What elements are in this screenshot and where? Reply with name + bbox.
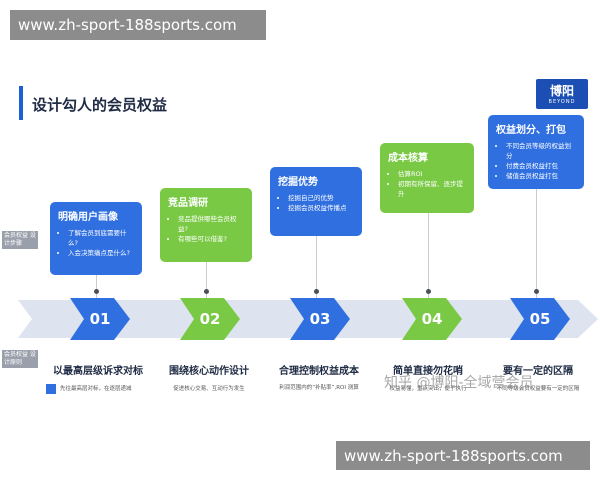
step-number-3: 03 <box>309 310 331 328</box>
step-card-bullet: 竞品提供哪些会员权益? <box>178 214 244 234</box>
connector-line-1 <box>96 275 97 301</box>
step-chevron-4 <box>402 298 462 340</box>
principle-title-4: 简单直接勿花哨 <box>393 366 463 377</box>
step-card-bullet: 初期有所保留、逐步提升 <box>398 179 466 199</box>
principle-desc-4: 权益易懂，重点突出，便于执行 <box>389 386 467 392</box>
connector-line-4 <box>428 213 429 301</box>
step-card-1: 明确用户画像 了解会员到底需要什么? 入会决策痛点是什么? <box>50 202 142 275</box>
step-card-4: 成本核算 估算ROI 初期有所保留、逐步提升 <box>380 143 474 213</box>
logo-sub-text: BEYOND <box>548 99 576 105</box>
step-card-bullet: 挖掘自己的优势 <box>288 193 354 203</box>
connector-dot-1 <box>94 289 99 294</box>
step-chevron-3 <box>290 298 350 340</box>
connector-dot-2 <box>204 289 209 294</box>
connector-line-2 <box>206 262 207 301</box>
principle-desc-1: 先往最高层对标，在逐层递减 <box>60 386 132 392</box>
step-card-bullet: 有哪些可以借鉴? <box>178 234 244 244</box>
step-number-2: 02 <box>199 310 221 328</box>
step-card-title: 挖掘优势 <box>278 177 318 188</box>
step-card-2: 竞品调研 竞品提供哪些会员权益? 有哪些可以借鉴? <box>160 188 252 262</box>
connector-line-3 <box>316 236 317 301</box>
step-chevron-2 <box>180 298 240 340</box>
header-url-banner: www.zh-sport-188sports.com <box>10 10 266 40</box>
step-card-bullet: 不同会员等级的权益划分 <box>506 141 576 161</box>
watermark-text: 知乎 @博阳-全域营会员 <box>384 375 534 391</box>
step-card-bullet: 估算ROI <box>398 169 466 179</box>
footer-url-text: www.zh-sport-188sports.com <box>344 446 563 465</box>
step-card-title: 权益划分、打包 <box>496 125 566 136</box>
title-accent-bar <box>19 86 23 120</box>
step-card-title: 明确用户画像 <box>58 212 118 223</box>
side-label-principles: 会员权益 设计原则 <box>2 350 38 368</box>
principle-title-2: 围绕核心动作设计 <box>169 366 249 377</box>
step-card-bullet: 了解会员到底需要什么? <box>68 228 134 248</box>
principle-title-5: 要有一定的区隔 <box>503 366 573 377</box>
connector-dot-5 <box>534 289 539 294</box>
principle-title-3: 合理控制权益成本 <box>279 366 359 377</box>
principle-desc-5: 不同等级会员权益要有一定的区隔 <box>496 386 580 392</box>
header-url-text: www.zh-sport-188sports.com <box>18 16 237 34</box>
step-card-bullet: 挖掘会员权益传播点 <box>288 203 354 213</box>
connector-dot-3 <box>314 289 319 294</box>
logo-main-text: 博阳 <box>549 84 574 98</box>
principle-desc-2: 促进核心交易、互动行为发生 <box>173 386 245 392</box>
step-number-4: 04 <box>421 310 443 328</box>
step-card-5: 权益划分、打包 不同会员等级的权益划分 付费会员权益打包 储值会员权益打包 <box>488 115 584 189</box>
principle-title-1: 以最高层级诉求对标 <box>53 366 143 377</box>
principle-desc-3: 利润范围内的“补贴率”,ROI 测算 <box>279 385 359 391</box>
step-number-5: 05 <box>529 310 551 328</box>
page-title: 设计勾人的会员权益 <box>32 96 168 114</box>
step-card-bullet: 入会决策痛点是什么? <box>68 248 134 258</box>
footer-url-banner: www.zh-sport-188sports.com <box>336 441 590 470</box>
step-chevron-1 <box>70 298 130 340</box>
step-card-3: 挖掘优势 挖掘自己的优势 挖掘会员权益传播点 <box>270 167 362 236</box>
side-label-steps: 会员权益 设计步骤 <box>2 231 38 249</box>
step-card-bullet: 储值会员权益打包 <box>506 171 576 181</box>
brand-logo: 博阳 BEYOND <box>536 79 588 109</box>
step-chevron-5 <box>510 298 570 340</box>
legend-square <box>46 384 56 394</box>
connector-line-5 <box>536 189 537 301</box>
step-card-title: 成本核算 <box>388 153 428 164</box>
step-card-bullet: 付费会员权益打包 <box>506 161 576 171</box>
connector-dot-4 <box>426 289 431 294</box>
step-card-title: 竞品调研 <box>168 198 208 209</box>
step-number-1: 01 <box>89 310 111 328</box>
